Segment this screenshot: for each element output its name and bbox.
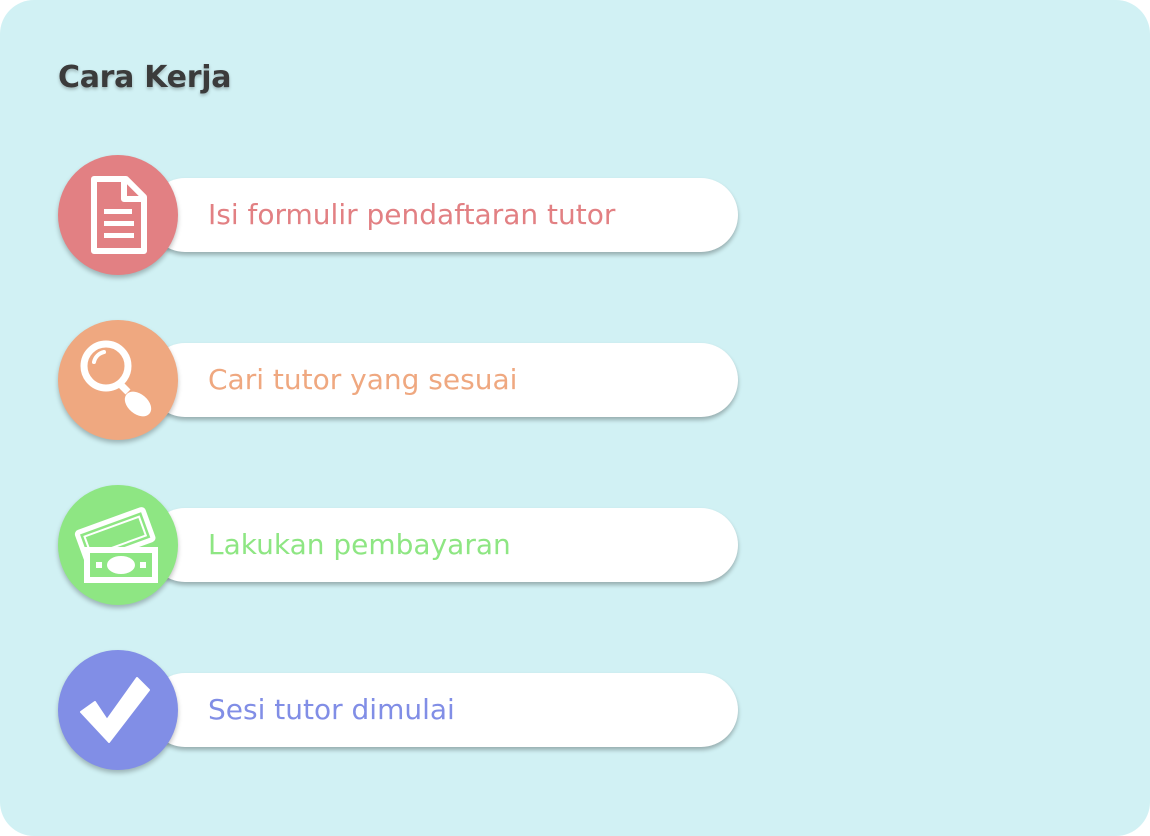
magnifier-icon xyxy=(58,320,178,440)
checkmark-icon xyxy=(58,650,178,770)
document-icon xyxy=(58,155,178,275)
step-pill: Lakukan pembayaran xyxy=(148,508,738,582)
step-item-register: Isi formulir pendaftaran tutor xyxy=(58,155,738,277)
step-pill: Isi formulir pendaftaran tutor xyxy=(148,178,738,252)
step-label: Lakukan pembayaran xyxy=(208,528,511,561)
step-pill: Sesi tutor dimulai xyxy=(148,673,738,747)
step-label: Sesi tutor dimulai xyxy=(208,693,455,726)
step-label: Isi formulir pendaftaran tutor xyxy=(208,198,616,231)
step-item-search: Cari tutor yang sesuai xyxy=(58,320,738,442)
step-item-session: Sesi tutor dimulai xyxy=(58,650,738,772)
step-pill: Cari tutor yang sesuai xyxy=(148,343,738,417)
step-item-payment: Lakukan pembayaran xyxy=(58,485,738,607)
money-icon xyxy=(58,485,178,605)
section-title: Cara Kerja xyxy=(58,60,232,95)
step-label: Cari tutor yang sesuai xyxy=(208,363,518,396)
